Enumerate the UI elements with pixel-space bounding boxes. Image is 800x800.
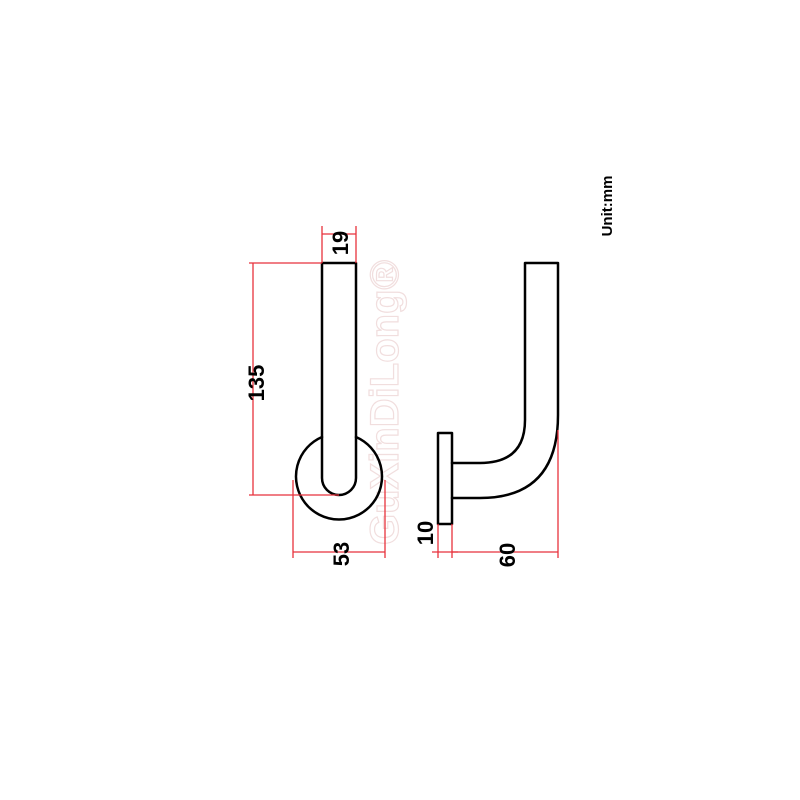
dim-53-label: 53: [329, 542, 354, 566]
side-rose-plate: [436, 431, 454, 526]
dim-60-label: 60: [495, 543, 520, 567]
front-rose-outline: [294, 435, 384, 521]
side-view: [436, 261, 560, 526]
unit-label: Unit:mm: [599, 176, 616, 237]
dim-135-label: 135: [244, 365, 269, 402]
front-view: [294, 261, 384, 521]
dim-10-label: 10: [413, 521, 438, 545]
dimension-lines: [249, 226, 559, 558]
dim-19-label: 19: [328, 231, 353, 255]
side-tube-outline: [450, 261, 560, 500]
front-tube-outline: [320, 261, 358, 497]
